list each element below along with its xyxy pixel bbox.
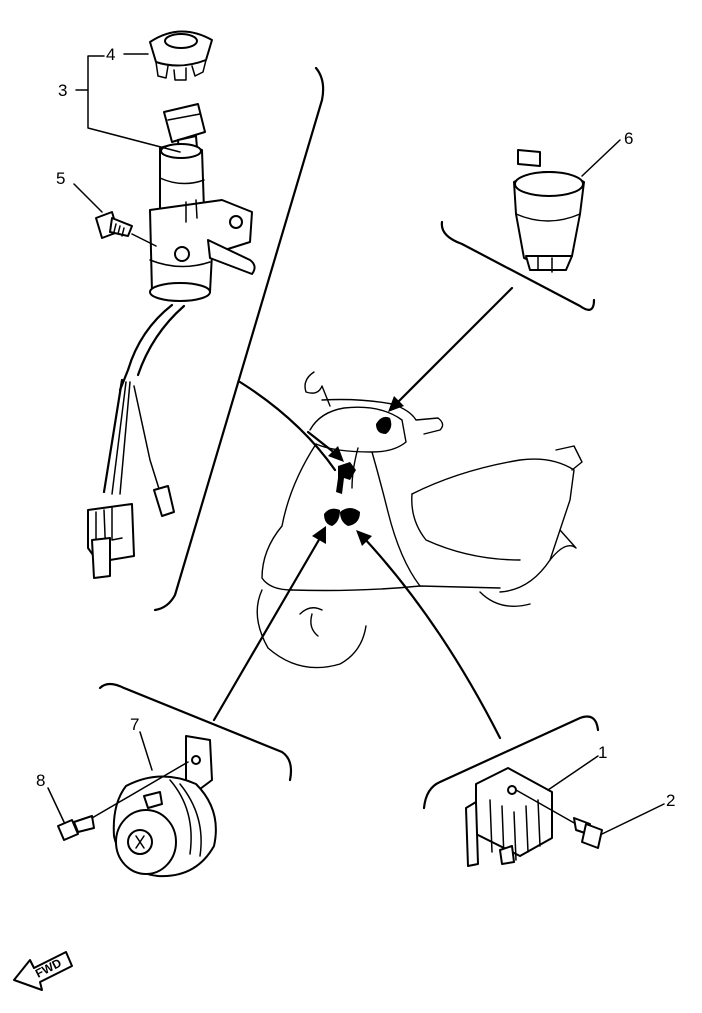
fwd-direction-indicator: FWD — [13, 951, 73, 991]
horn-panel-border — [98, 682, 293, 782]
leader-8 — [47, 761, 189, 823]
horn-bolt-part — [57, 815, 95, 841]
callout-8: 8 — [36, 771, 45, 790]
leader-5 — [73, 183, 157, 247]
cap-nut-part — [149, 30, 213, 81]
horn-location-mark — [324, 508, 340, 526]
switch-arrow — [306, 430, 344, 462]
main-switch-part — [87, 103, 256, 579]
switch-location-mark — [336, 462, 356, 494]
switch-panel-border — [153, 66, 325, 612]
leader-2 — [601, 803, 665, 835]
screw-part — [95, 211, 133, 239]
horn-arrow — [212, 526, 326, 722]
relay-panel-border — [440, 220, 596, 311]
scooter-outline — [256, 371, 583, 669]
leader-1 — [515, 755, 599, 825]
rectifier-regulator-part — [465, 767, 553, 867]
callout-7: 7 — [130, 715, 139, 734]
rectifier-location-mark — [340, 508, 360, 526]
switch-panel-lower-arc — [238, 380, 337, 472]
rectifier-bolt-part — [573, 817, 603, 849]
relay-arrow — [388, 286, 514, 412]
leader-6 — [581, 139, 621, 177]
leader-7 — [139, 731, 153, 771]
callout-2: 2 — [666, 791, 675, 810]
relay-location-mark — [376, 416, 392, 434]
horn-part — [112, 735, 217, 878]
callout-1: 1 — [598, 743, 607, 762]
rectifier-arrow — [356, 530, 502, 740]
callout-3: 3 — [58, 81, 67, 100]
leader-3-4 — [75, 55, 181, 153]
callout-6: 6 — [624, 129, 633, 148]
rectifier-panel-border — [422, 715, 600, 810]
callout-4: 4 — [106, 45, 115, 64]
flasher-relay-part — [513, 149, 585, 273]
callout-5: 5 — [56, 169, 65, 188]
